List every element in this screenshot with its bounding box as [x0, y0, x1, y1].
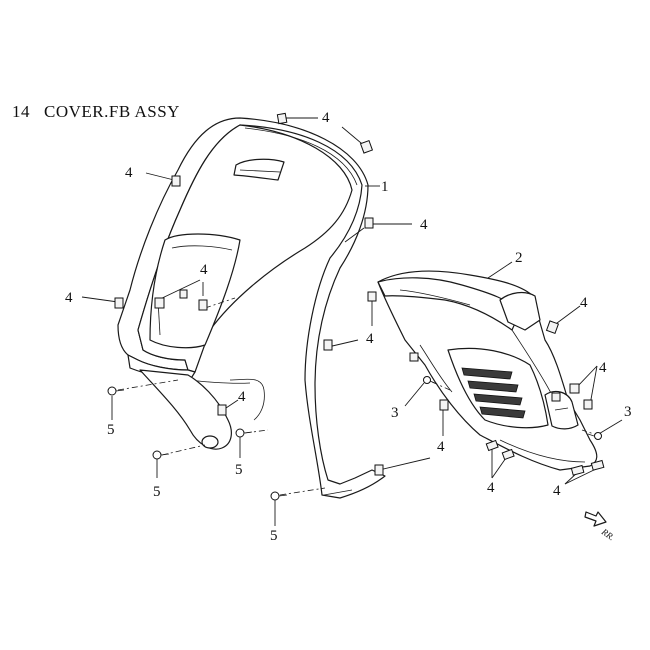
callout-5-d: 5: [270, 528, 278, 544]
under-cover-part: [377, 270, 598, 471]
callout-3-left: 3: [391, 405, 399, 421]
callout-5-b: 5: [153, 484, 161, 500]
leader-lines: [81, 117, 623, 526]
callout-4-top: 4: [322, 110, 330, 126]
direction-label: RR.: [599, 526, 616, 542]
front-cover-part: [117, 117, 386, 499]
callout-4-mid: 4: [366, 331, 374, 347]
callout-4-cover-side: 4: [420, 217, 428, 233]
callout-labels: 1 2 3 3 4 4 4 4 4 4 4 4 4 4 4 4 5 5 5 5: [65, 110, 632, 544]
section-number: 14: [12, 102, 30, 121]
callout-4-under-far-right: 4: [599, 360, 607, 376]
clip-parts: [114, 112, 605, 476]
section-title: COVER.FB ASSY: [44, 102, 180, 121]
callout-1: 1: [381, 179, 389, 195]
callout-5-a: 5: [107, 422, 115, 438]
callout-4-left: 4: [65, 290, 73, 306]
diagram-title: 14 COVER.FB ASSY: [12, 102, 180, 122]
callout-5-c: 5: [235, 462, 243, 478]
callout-4-bottom-b: 4: [553, 483, 561, 499]
direction-arrow-icon: [584, 511, 607, 527]
callout-4-upper-left: 4: [125, 165, 133, 181]
callout-4-inner: 4: [200, 262, 208, 278]
callout-2: 2: [515, 250, 523, 266]
callout-4-under-right: 4: [580, 295, 588, 311]
callout-4-lower-center: 4: [437, 439, 445, 455]
screw-parts: [107, 376, 602, 501]
callout-4-lower-left: 4: [238, 389, 246, 405]
callout-4-bottom-a: 4: [487, 480, 495, 496]
callout-3-right: 3: [624, 404, 632, 420]
rear-direction-indicator: RR.: [584, 511, 616, 542]
